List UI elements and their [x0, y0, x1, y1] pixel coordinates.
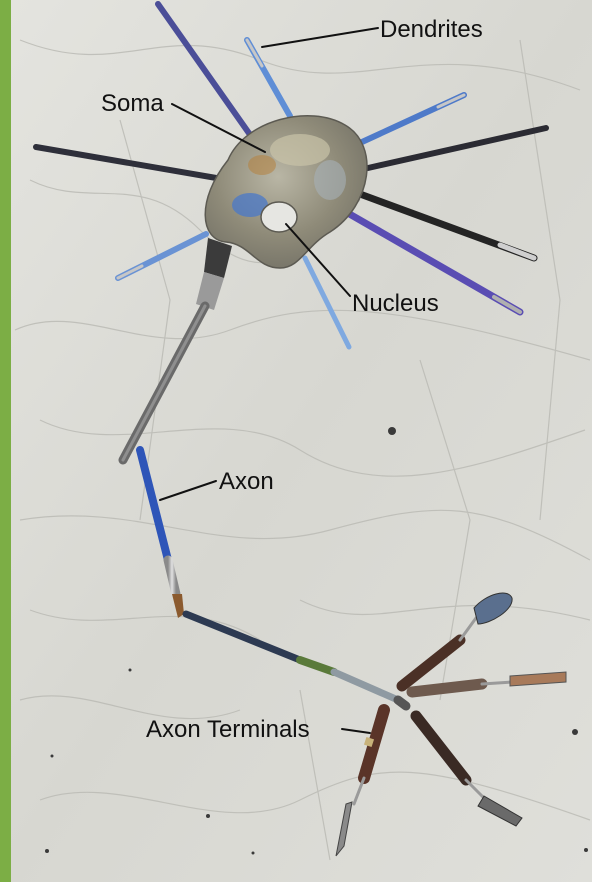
axon-terminals-label: Axon Terminals — [146, 718, 310, 742]
dendrites-label: Dendrites — [380, 18, 483, 42]
soma-label: Soma — [101, 92, 164, 116]
nucleus-label: Nucleus — [352, 292, 439, 316]
nucleus-hole — [261, 202, 297, 232]
axon-label: Axon — [219, 470, 274, 494]
side-color-bar — [0, 0, 11, 882]
